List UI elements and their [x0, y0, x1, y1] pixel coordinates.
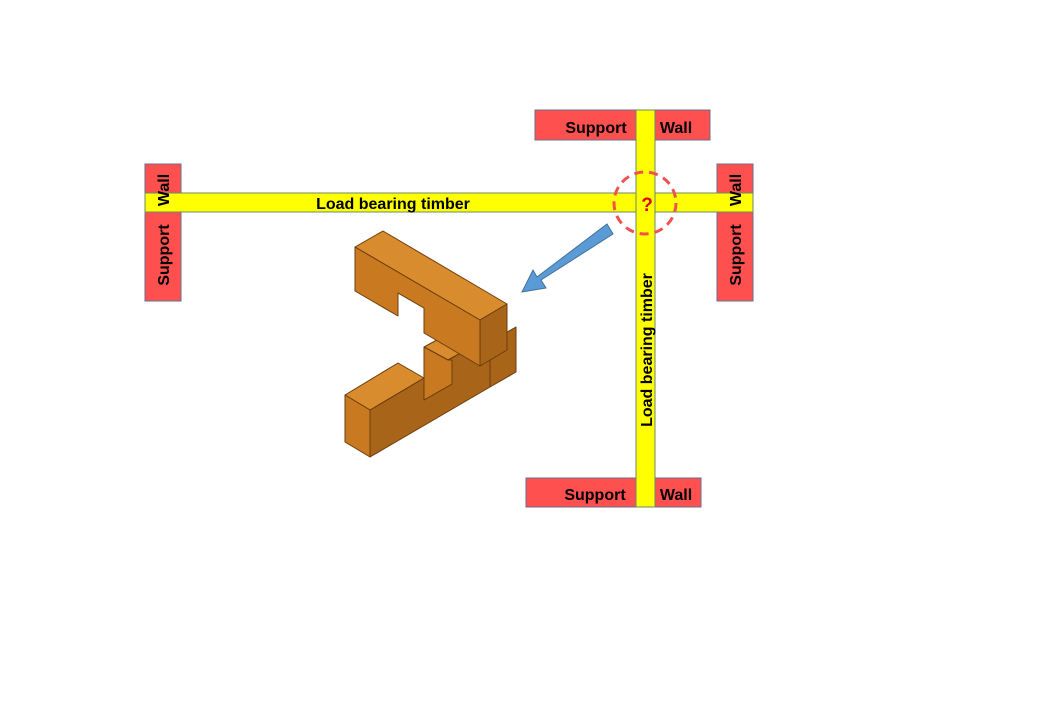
vertical-beam-label: Load bearing timber [639, 273, 656, 427]
upper-piece-end [479, 303, 508, 367]
lower-piece-left-face [344, 394, 371, 458]
support-label: Support [156, 224, 173, 286]
lower-piece-step-face [423, 346, 453, 401]
horizontal-beam [144, 192, 754, 213]
support-wall-left [144, 163, 182, 302]
support-label: Support [728, 224, 745, 286]
support-wall-right [716, 163, 754, 302]
wall-label: Wall [660, 487, 692, 504]
support-wall-top: Support Wall [534, 109, 711, 141]
wall-label: Wall [728, 174, 745, 206]
support-label: Support [564, 487, 626, 504]
question-mark: ? [641, 195, 653, 216]
support-wall-bottom: Support Wall [525, 477, 702, 508]
timber-joint-illustration [344, 230, 517, 458]
vertical-beam [635, 109, 656, 508]
horizontal-beam-label: Load bearing timber [316, 196, 470, 213]
support-label: Support [565, 120, 627, 137]
wall-label: Wall [156, 174, 173, 206]
arrow-icon [521, 223, 614, 293]
wall-label: Wall [660, 120, 692, 137]
junction-highlight-circle [612, 170, 678, 236]
